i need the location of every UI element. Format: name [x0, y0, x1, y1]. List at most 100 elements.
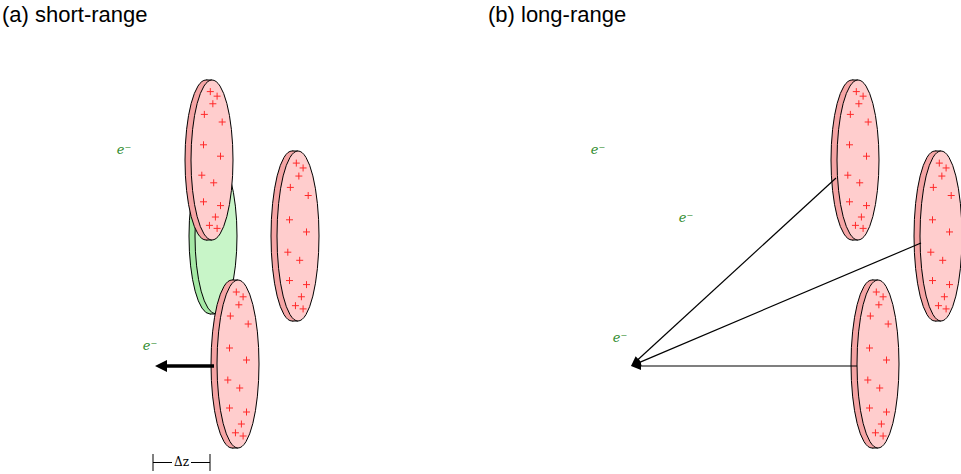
plus-sign: [866, 345, 873, 352]
panel-title-holder: (b) long-range: [488, 3, 626, 27]
plus-sign: [295, 173, 302, 180]
plus-sign: [201, 111, 208, 118]
plus-sign: [939, 257, 946, 264]
panel-title: (b) long-range: [488, 3, 626, 27]
plus-sign: [210, 179, 217, 186]
plus-sign: [875, 301, 882, 308]
disc-shape: [104, 88, 152, 232]
plus-sign: [236, 385, 243, 392]
plus-sign: [864, 377, 871, 384]
disc-shape: [603, 280, 651, 448]
disc-band: [151, 280, 157, 448]
plus-sign: [232, 429, 239, 436]
disc-face: [609, 280, 651, 448]
plus-sign: [217, 153, 224, 160]
plus-sign: [243, 409, 250, 416]
plus-sign: [206, 222, 213, 229]
disc-band: [600, 88, 606, 232]
plus-sign: [948, 192, 955, 199]
electron-label: e⁻: [117, 143, 132, 157]
plus-sign: [245, 321, 252, 328]
arrow-shaft: [638, 178, 836, 359]
disc-edge: [151, 280, 157, 281]
plus-sign: [863, 153, 870, 160]
disc-face: [277, 151, 319, 321]
plus-sign: [846, 198, 853, 205]
plus-sign: [883, 409, 890, 416]
plus-sign: [200, 198, 207, 205]
panel-title: (a) short-range: [2, 3, 148, 27]
plus-sign: [929, 216, 936, 223]
electron-disc: e⁻: [660, 146, 714, 322]
plus-sign: [847, 111, 854, 118]
disc-edge: [125, 88, 131, 89]
plus-sign: [224, 377, 231, 384]
disc-outline: [576, 86, 630, 234]
plus-sign: [212, 214, 219, 221]
arrow-shaft: [641, 365, 857, 366]
arrow-head: [631, 362, 641, 370]
plus-sign: [233, 289, 240, 296]
force-arrow: [631, 178, 836, 366]
panel-title-holder: (a) short-range: [2, 3, 148, 27]
disc-edge: [600, 232, 606, 233]
disc-edge: [600, 88, 606, 89]
plus-sign: [286, 277, 293, 284]
disc-edge: [624, 448, 630, 449]
disc-edge: [684, 320, 690, 321]
plus-sign: [844, 172, 851, 179]
plus-sign: [943, 164, 950, 171]
plus-sign: [855, 100, 862, 107]
electron-disc: e⁻: [576, 86, 630, 234]
plus-sign: [226, 345, 233, 352]
disc-face: [110, 88, 152, 232]
arrow-shaft: [640, 243, 921, 362]
plus-sign: [860, 225, 867, 232]
plus-sign: [303, 228, 310, 235]
arrow-head: [155, 360, 167, 372]
plus-sign: [219, 119, 226, 126]
dimension-marker: [153, 454, 210, 471]
plus-sign: [240, 293, 247, 300]
plus-sign: [935, 302, 942, 309]
plus-sign: [876, 385, 883, 392]
plus-sign: [878, 421, 885, 428]
disc-outline: [660, 146, 714, 322]
electron-label: e⁻: [613, 331, 628, 345]
plus-sign: [865, 119, 872, 126]
plus-sign: [872, 429, 879, 436]
disc-face: [669, 148, 711, 320]
force-arrow: [631, 243, 921, 366]
electron-label: e⁻: [591, 143, 606, 157]
plus-sign: [941, 293, 948, 300]
disc-rim: [130, 280, 172, 448]
plus-sign: [929, 277, 936, 284]
plus-sign: [214, 225, 221, 232]
disc-band: [624, 280, 630, 448]
plus-sign: [200, 141, 207, 148]
disc-face: [217, 280, 259, 448]
plus-sign: [866, 405, 873, 412]
ion-disc: [185, 80, 233, 240]
disc-edge: [151, 448, 157, 449]
disc-edge: [624, 280, 630, 281]
plus-sign: [300, 305, 307, 312]
disc-shape: [663, 148, 711, 320]
plus-sign: [938, 173, 945, 180]
plus-sign: [873, 289, 880, 296]
disc-outline: [600, 278, 654, 450]
plus-sign: [198, 172, 205, 179]
disc-face: [585, 88, 627, 232]
plus-sign: [943, 305, 950, 312]
plus-sign: [227, 313, 234, 320]
plus-sign: [235, 301, 242, 308]
disc-edge: [684, 148, 690, 149]
plus-sign: [936, 160, 943, 167]
plus-sign: [243, 357, 250, 364]
disc-outline: [101, 86, 155, 234]
plus-sign: [293, 160, 300, 167]
electron-disc: e⁻: [127, 278, 181, 450]
plus-sign: [858, 214, 865, 221]
plus-sign: [214, 93, 221, 100]
